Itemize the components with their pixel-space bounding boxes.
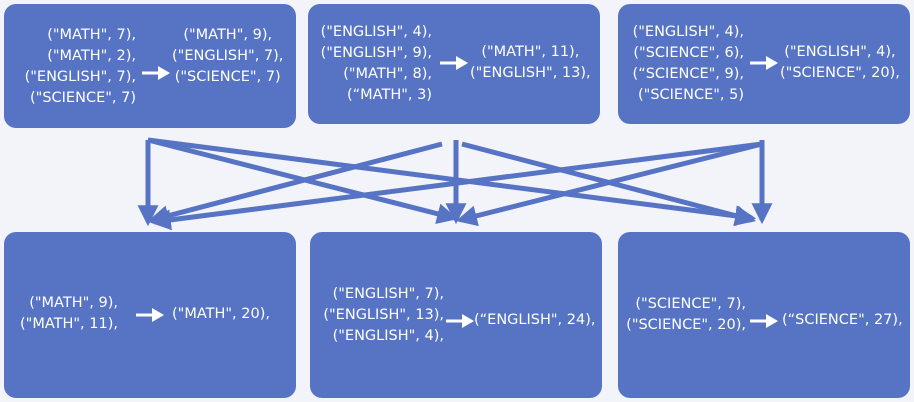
map-box-3-outputs: ("ENGLISH", 4), ("SCIENCE", 20), [780, 42, 900, 84]
pair: ("ENGLISH", 4), [784, 44, 896, 60]
map-box-2-arrow-icon [440, 56, 468, 70]
shuffle-arrow-3-2 [455, 141, 763, 227]
pair: ("SCIENCE", 7) [30, 90, 136, 106]
pair: ("SCIENCE", 5) [638, 87, 744, 103]
reduce-box-1-inputs: ("MATH", 9), ("MATH", 11), [20, 293, 118, 335]
pair: ("ENGLISH", 4), [632, 24, 744, 40]
pair: (“SCIENCE", 9), [632, 66, 744, 82]
reduce-box-1-arrow-icon [136, 308, 164, 322]
pair: ("MATH", 8), [343, 66, 432, 82]
map-box-1: ("MATH", 7), ("MATH", 2), ("ENGLISH", 7)… [4, 4, 296, 128]
map-box-3: ("ENGLISH", 4), ("SCIENCE", 6), (“SCIENC… [618, 4, 910, 124]
map-box-2: ("ENGLISH", 4), ("ENGLISH", 9), ("MATH",… [308, 4, 600, 124]
pair: ("ENGLISH", 9), [320, 45, 432, 61]
pair: ("ENGLISH", 13), [323, 307, 444, 323]
map-box-1-outputs: ("MATH", 9), ("ENGLISH", 7), ("SCIENCE",… [172, 25, 283, 88]
reduce-box-2-inputs: ("ENGLISH", 7), ("ENGLISH", 13), ("ENGLI… [323, 284, 444, 347]
pair: ("SCIENCE", 20), [626, 317, 746, 333]
reduce-box-1: ("MATH", 9), ("MATH", 11), ("MATH", 20), [4, 232, 296, 398]
pair: ("ENGLISH", 7), [24, 69, 136, 85]
pair: ("ENGLISH", 13), [470, 65, 591, 81]
reduce-box-3-inputs: ("SCIENCE", 7), ("SCIENCE", 20), [626, 294, 746, 336]
pair: ("ENGLISH", 4), [320, 24, 432, 40]
reduce-box-1-output: ("MATH", 20), [172, 304, 270, 325]
pair: (“MATH", 3) [346, 87, 432, 103]
reduce-box-2-output: (“ENGLISH", 24), [474, 310, 595, 331]
pair: ("MATH", 20), [172, 306, 270, 322]
map-box-2-outputs: ("MATH", 11), ("ENGLISH", 13), [470, 42, 591, 84]
map-box-3-inputs: ("ENGLISH", 4), ("SCIENCE", 6), (“SCIENC… [633, 22, 744, 106]
pair: ("MATH", 9), [29, 295, 118, 311]
pair: (“SCIENCE", 27), [782, 312, 903, 328]
shuffle-arrow-3-1 [149, 141, 763, 231]
shuffle-arrow-2-1 [147, 141, 443, 226]
reduce-box-3-output: (“SCIENCE", 27), [782, 310, 903, 331]
reduce-box-3-arrow-icon [750, 314, 778, 328]
pair: ("MATH", 2), [47, 48, 136, 64]
pair: ("ENGLISH", 7), [172, 48, 284, 64]
pair: ("ENGLISH", 4), [332, 328, 444, 344]
pair: ("SCIENCE", 6), [633, 45, 744, 61]
pair: ("SCIENCE", 7) [174, 69, 281, 85]
map-box-2-inputs: ("ENGLISH", 4), ("ENGLISH", 9), ("MATH",… [321, 22, 432, 106]
pair: ("MATH", 11), [481, 44, 580, 60]
pair: (“ENGLISH", 24), [474, 312, 596, 328]
map-box-1-inputs: ("MATH", 7), ("MATH", 2), ("ENGLISH", 7)… [25, 25, 136, 109]
pair: ("MATH", 11), [20, 316, 118, 332]
reduce-box-2-arrow-icon [446, 314, 474, 328]
pair: ("MATH", 9), [183, 27, 273, 43]
map-box-1-arrow-icon [142, 66, 170, 80]
map-box-3-arrow-icon [750, 56, 778, 70]
pair: ("SCIENCE", 20), [780, 65, 900, 81]
reduce-box-3: ("SCIENCE", 7), ("SCIENCE", 20), (“SCIEN… [618, 232, 910, 398]
pair: ("ENGLISH", 7), [332, 286, 444, 302]
pair: ("MATH", 7), [47, 27, 136, 43]
pair: ("SCIENCE", 7), [635, 296, 746, 312]
shuffle-arrow-1-3 [147, 137, 757, 227]
reduce-box-2: ("ENGLISH", 7), ("ENGLISH", 13), ("ENGLI… [310, 232, 602, 398]
